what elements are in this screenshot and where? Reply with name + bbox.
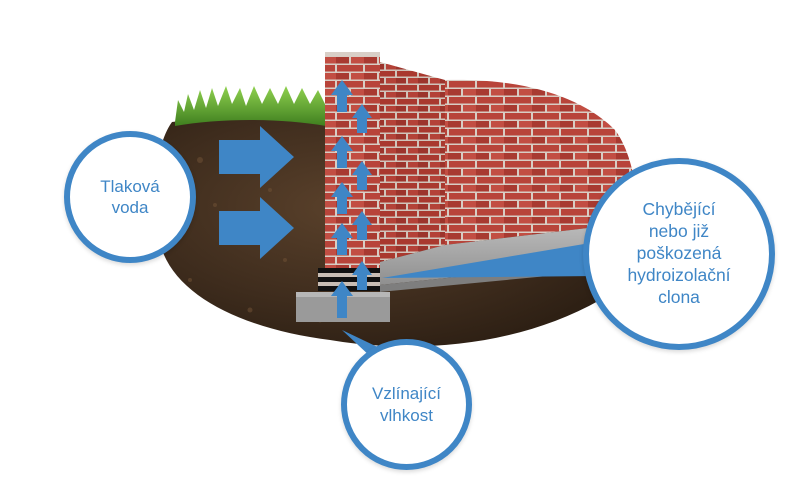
pressure-water-line-2: voda <box>111 198 149 217</box>
missing-membrane-line-4: hydroizolační <box>627 264 731 285</box>
arrow-right-icon <box>219 197 294 259</box>
arrow-up-icon <box>352 161 372 190</box>
callout-pressure-water: Tlaková voda <box>64 131 196 263</box>
rising-damp-line-1: Vzlínající <box>372 384 441 404</box>
damaged-membrane <box>318 268 380 291</box>
arrow-up-icon <box>331 136 353 168</box>
callout-rising-damp: Vzlínající vlhkost <box>341 339 472 470</box>
basement-wall <box>325 52 380 270</box>
room-back-wall <box>445 79 638 246</box>
arrow-up-icon <box>331 182 353 214</box>
room-side-wall <box>380 62 445 262</box>
missing-membrane-line-1: Chybějící <box>642 199 716 220</box>
callout-missing-membrane: Chybějící nebo již poškozená hydroizolač… <box>583 158 775 350</box>
arrow-up-icon <box>331 223 353 255</box>
pressure-water-line-1: Tlaková <box>100 176 160 196</box>
arrow-up-icon <box>352 261 372 290</box>
missing-membrane-line-3: poškozená <box>636 243 722 264</box>
callout-tail-missing <box>382 242 598 278</box>
arrow-up-icon <box>352 104 372 133</box>
rising-damp-arrows <box>331 80 372 318</box>
arrow-up-icon <box>352 211 372 240</box>
arrow-up-icon <box>331 80 353 112</box>
missing-membrane-line-2: nebo již <box>648 221 710 242</box>
grass <box>175 86 326 126</box>
missing-membrane-line-5: clona <box>658 286 700 307</box>
arrow-up-icon <box>331 281 353 318</box>
arrow-right-icon <box>219 126 294 188</box>
pressure-arrows <box>219 126 294 259</box>
rising-damp-line-2: vlhkost <box>380 405 433 425</box>
